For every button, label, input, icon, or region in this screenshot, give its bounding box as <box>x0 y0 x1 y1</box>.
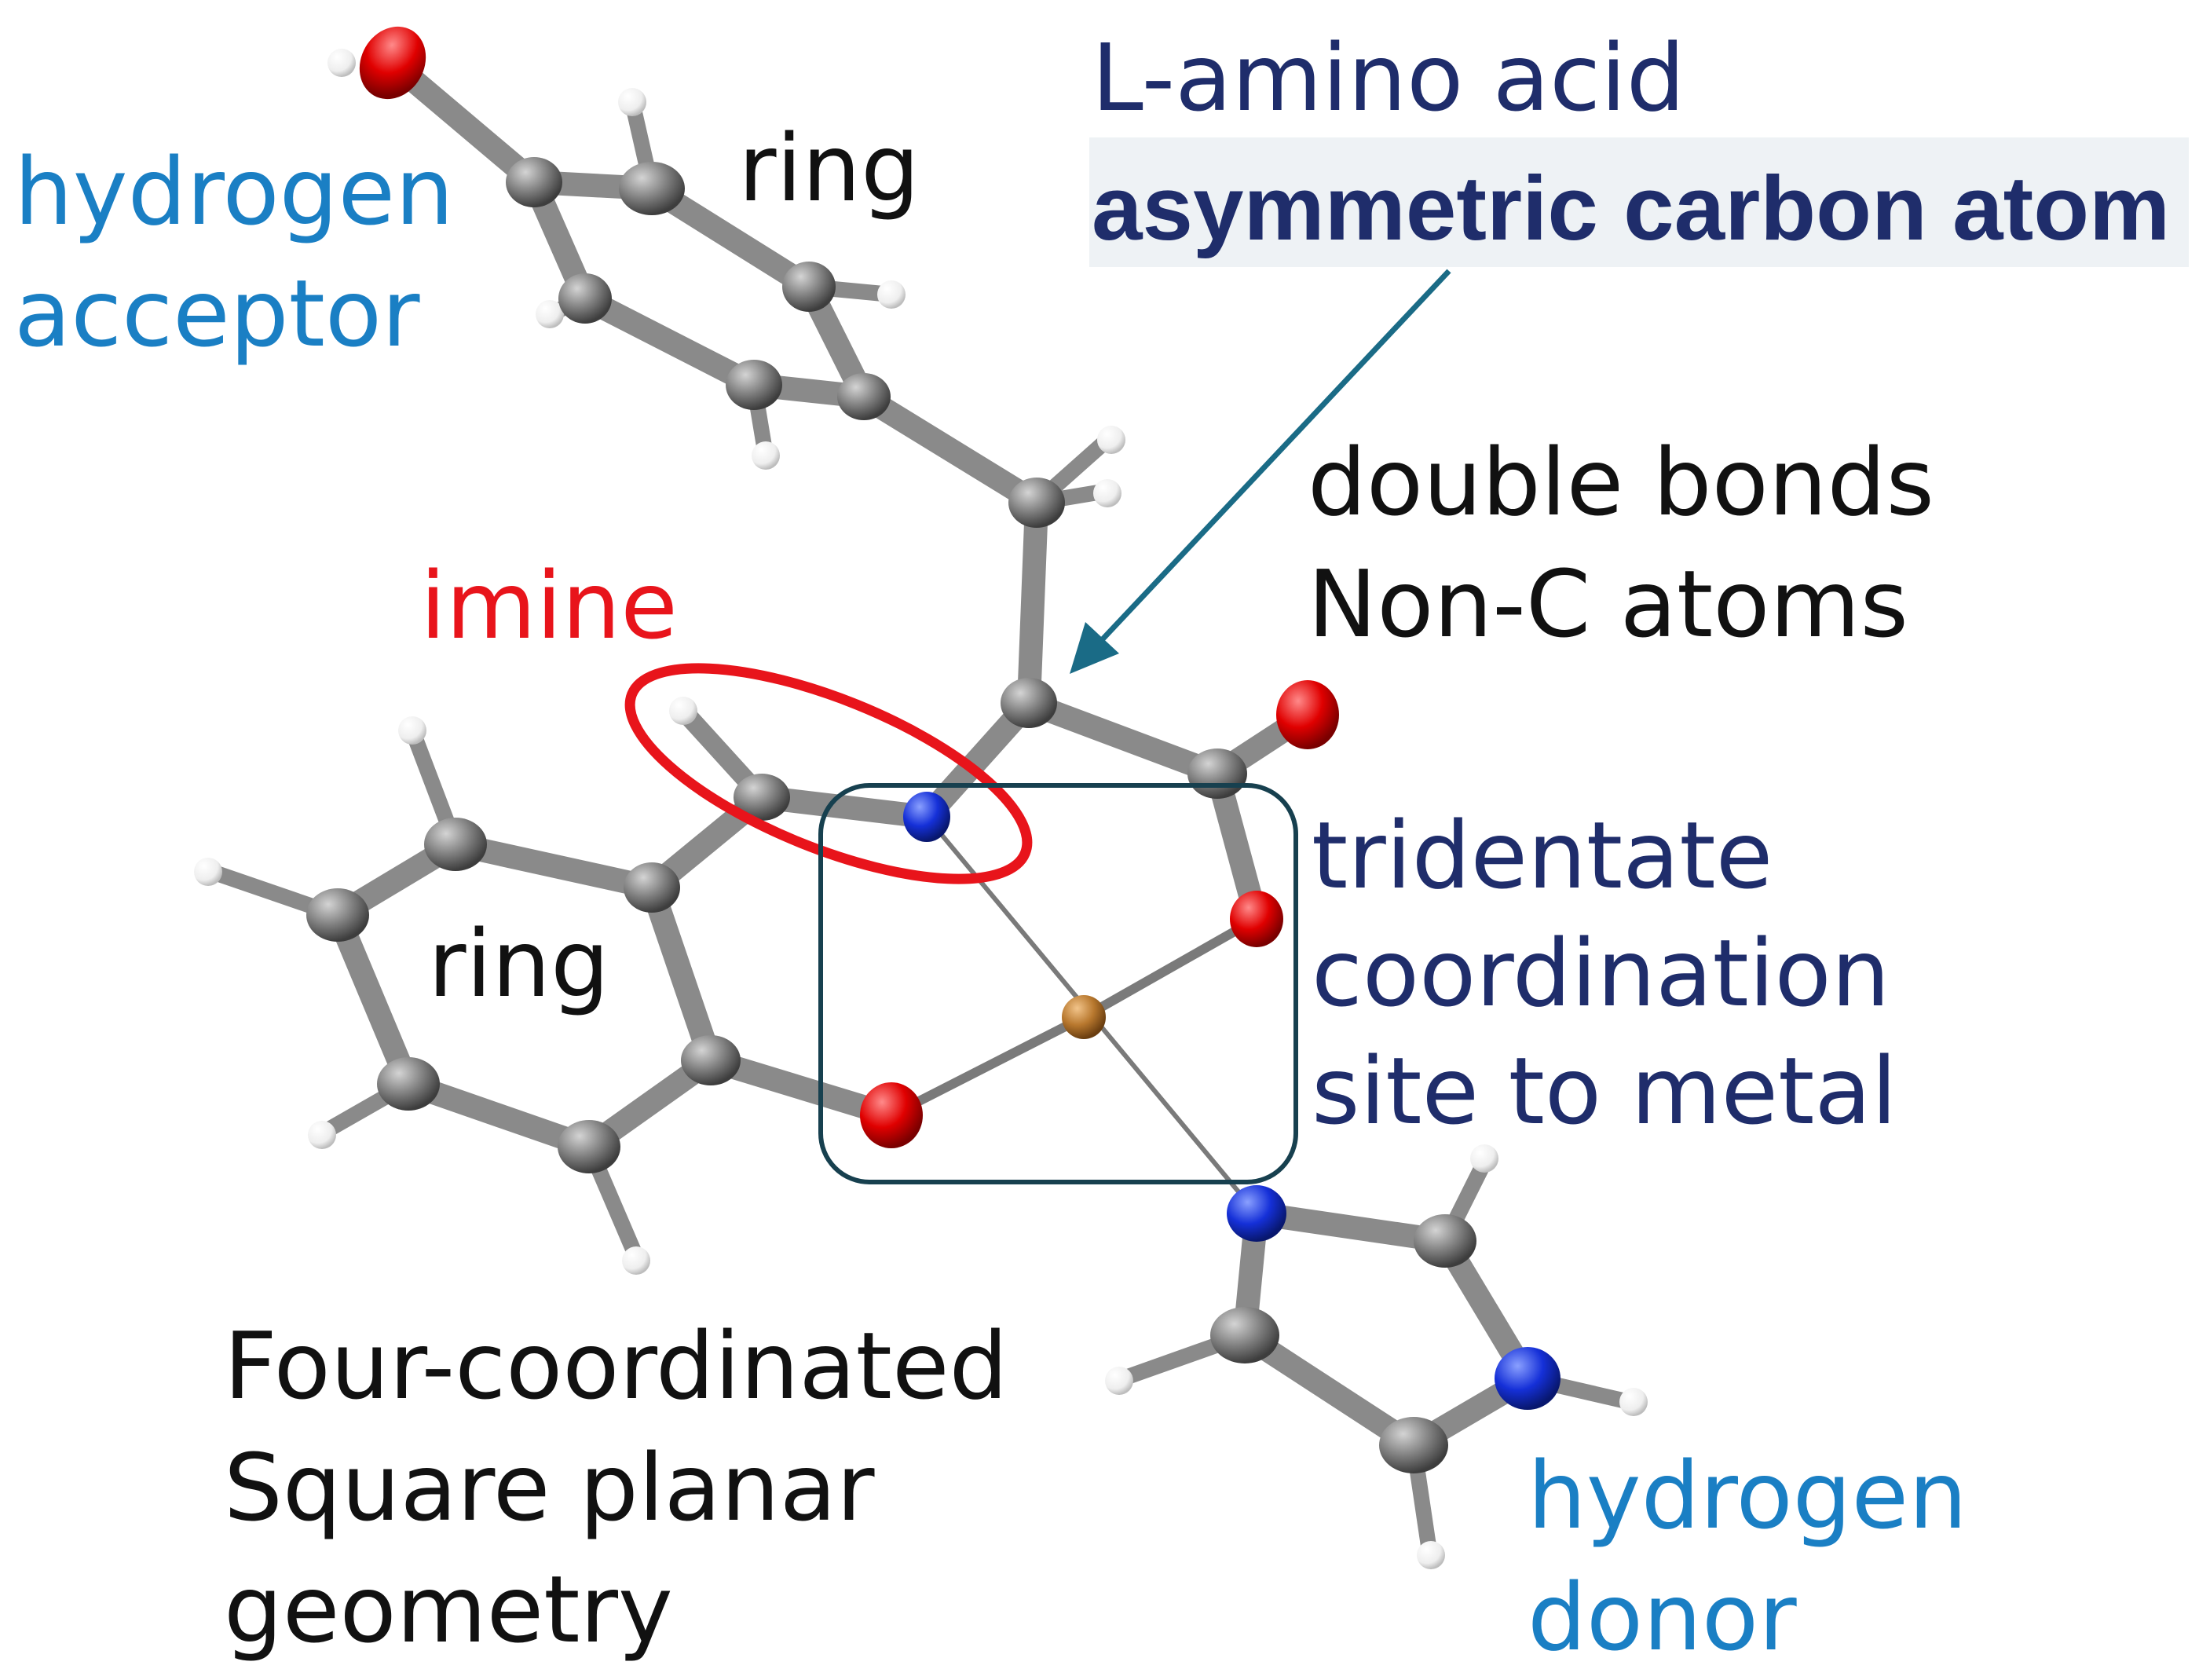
bond <box>852 385 1048 514</box>
bond <box>444 833 664 899</box>
l-amino-acid-label: L-amino acid <box>1092 24 1685 132</box>
nitrogen-atom <box>903 792 950 842</box>
carbon-atom <box>306 888 369 942</box>
nitrogen-atom <box>1227 1185 1286 1242</box>
bond <box>640 177 821 298</box>
bottom-ring-label: ring <box>428 910 609 1018</box>
asymmetric-carbon-label: asymmetric carbon atom <box>1092 157 2170 259</box>
hydrogen-atom <box>308 1121 336 1149</box>
top-ring-label: ring <box>738 114 920 222</box>
carbon-atom <box>726 360 782 410</box>
hydrogen-atom <box>398 716 426 745</box>
bond <box>1233 1323 1425 1457</box>
nitrogen-atom <box>1495 1347 1561 1410</box>
hydrogen-atom <box>877 280 906 309</box>
bond <box>1017 491 1048 715</box>
double-bonds-label: double bonds Non-C atoms <box>1308 428 1963 658</box>
carbon-atom <box>681 1035 741 1085</box>
hydrogen-atom <box>194 858 222 886</box>
hydrogen-atom <box>622 1246 650 1275</box>
hydrogen-atom <box>1470 1144 1498 1173</box>
bond <box>640 876 723 1072</box>
hydrogen-atom <box>1105 1367 1133 1395</box>
carbon-atom <box>377 1057 440 1111</box>
hydrogen-atom <box>536 300 564 328</box>
hydrogen-atom <box>1097 426 1125 454</box>
carbon-atom <box>1379 1417 1448 1473</box>
carbon-atom <box>558 1120 620 1173</box>
bond <box>1245 1202 1457 1253</box>
hydrogen-atom <box>1619 1388 1648 1416</box>
carbon-atom <box>1008 478 1065 528</box>
four-coordinated-label: Four-coordinated Square planar geometry <box>224 1312 1037 1664</box>
oxygen-atom <box>359 26 426 100</box>
carbon-atom <box>624 862 680 913</box>
asymmetric-carbon-label-bg <box>1089 137 2189 267</box>
carbon-atom <box>424 818 487 871</box>
bond <box>1017 691 1229 785</box>
carbon-atom <box>837 373 891 420</box>
hydrogen-atom <box>618 88 646 116</box>
hydrogen-atom <box>1417 1541 1445 1569</box>
imine-label: imine <box>420 551 678 660</box>
imine-highlight-ellipse <box>624 663 1033 884</box>
tridentate-label: tridentate coordination site to metal <box>1312 801 1919 1145</box>
atoms <box>194 26 1648 1569</box>
coordination-bond <box>1079 914 1261 1022</box>
hydrogen-atom <box>327 49 356 77</box>
asymmetric-carbon-arrow <box>1070 269 1451 674</box>
tridentate-site-box <box>818 783 1298 1184</box>
carbon-atom <box>1187 748 1247 799</box>
hydrogen-donor-label: hydrogen donor <box>1528 1441 1996 1671</box>
carbon-atom <box>558 273 612 324</box>
bond <box>397 1072 601 1158</box>
hydrogen-atom <box>669 697 697 725</box>
carbon-atom <box>1210 1307 1279 1363</box>
hydrogen-acceptor-label: hydrogen acceptor <box>14 137 483 368</box>
oxygen-atom <box>1230 891 1283 947</box>
carbon-atom <box>506 157 562 207</box>
carbon-atom <box>1414 1214 1476 1268</box>
carbon-atom <box>734 774 790 821</box>
oxygen-atom <box>1276 680 1339 749</box>
carbon-atom <box>782 262 836 312</box>
carbon-atom <box>1001 678 1057 728</box>
hydrogen-atom <box>752 441 780 470</box>
bond <box>326 903 420 1096</box>
carbon-atom <box>619 162 685 215</box>
hydrogen-atom <box>1093 479 1121 507</box>
bond <box>573 287 766 397</box>
metal-atom <box>1062 995 1106 1039</box>
coordination-bond <box>887 1012 1089 1120</box>
oxygen-atom <box>860 1082 923 1148</box>
